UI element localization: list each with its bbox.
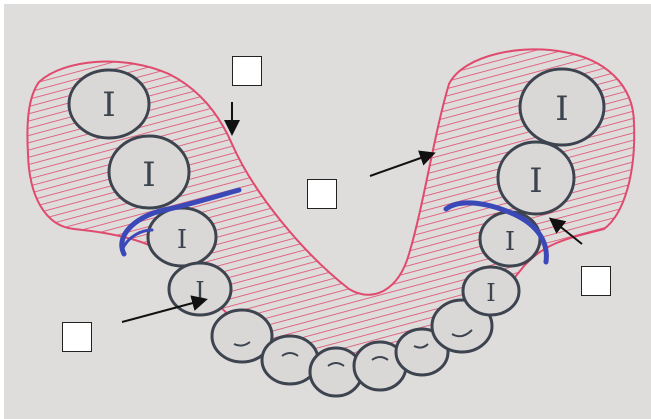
left-premolar-1: I [148, 208, 216, 266]
left-molar-2: I [109, 136, 189, 208]
left-molar-1: I [69, 70, 149, 138]
denture-drawing: I I I I [4, 4, 651, 419]
tooth-mark: I [102, 85, 115, 125]
arrow-to-palatal-margin [370, 154, 432, 176]
tooth-mark: I [555, 89, 568, 129]
label-box-left[interactable] [62, 322, 92, 352]
right-premolar-2: I [463, 267, 519, 315]
right-molar-2: I [498, 142, 574, 214]
tooth-mark: I [177, 225, 187, 255]
tooth-mark: I [142, 155, 155, 195]
right-molar-1: I [520, 69, 604, 145]
tooth-mark: I [505, 227, 515, 257]
right-premolar-1: I [480, 212, 540, 266]
label-box-right[interactable] [581, 266, 611, 296]
denture-diagram: I I I I [4, 4, 651, 419]
tooth-mark: I [486, 279, 495, 307]
tooth-mark: I [529, 161, 542, 201]
label-box-top[interactable] [232, 56, 262, 86]
label-box-center[interactable] [307, 179, 337, 209]
